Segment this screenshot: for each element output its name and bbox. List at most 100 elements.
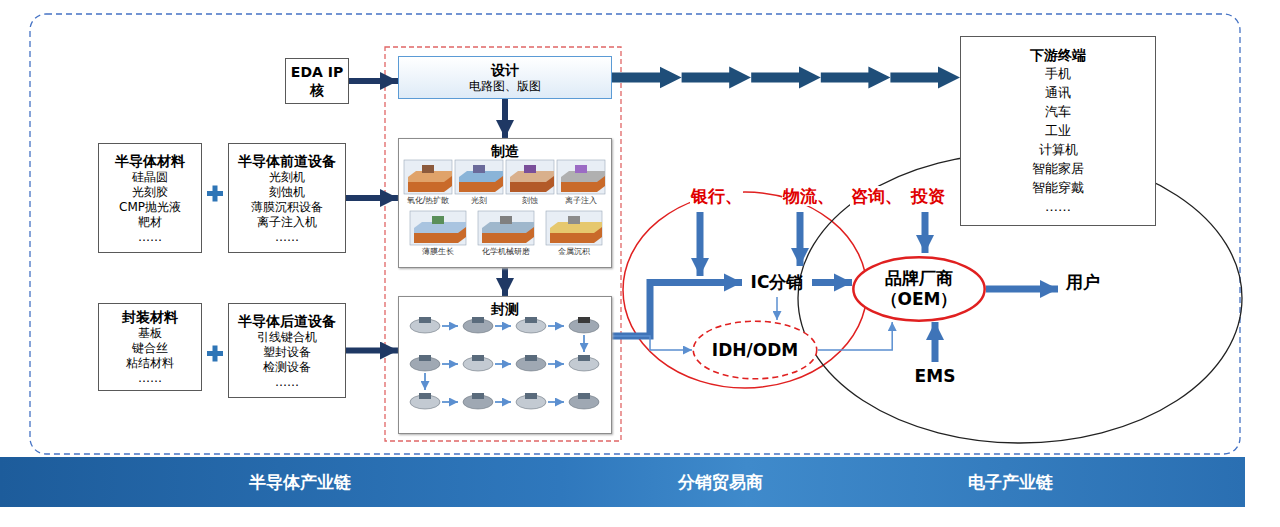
material-box: 封装材料基板 键合丝 粘结材料 …… xyxy=(98,303,202,391)
ellipse-shape xyxy=(853,257,984,320)
equipment-box: 半导体前道设备光刻机 刻蚀机 薄膜沉积设备 离子注入机 …… xyxy=(228,143,346,253)
node-text: 电子产业链 xyxy=(968,471,1053,494)
node-title: EMS xyxy=(915,366,956,387)
flow-node: IC分销 xyxy=(742,268,812,297)
node-title: EDA IP核 xyxy=(290,63,344,99)
step-label: 氧化/热扩散 xyxy=(404,196,452,206)
service-arrow xyxy=(797,212,804,266)
fab-step-image xyxy=(455,160,503,194)
packaging-step-icon xyxy=(569,393,599,409)
layout-art xyxy=(30,14,1242,454)
node-title: 半导体后道设备 xyxy=(238,312,336,330)
odm-ellipse: IDH/ODM xyxy=(692,320,818,380)
node-title: 制造 xyxy=(491,142,519,160)
tool-box: EDA IP核 xyxy=(285,58,349,104)
flow-arrow xyxy=(986,286,1058,293)
node-title: 半导体产业链 xyxy=(249,471,351,494)
node-text: 光刻机 刻蚀机 薄膜沉积设备 离子注入机 …… xyxy=(233,170,341,245)
process-arrow xyxy=(442,325,458,327)
packaging-step-icon xyxy=(463,393,493,409)
node-text: 引线键合机 塑封设备 检测设备 …… xyxy=(233,330,341,390)
node-title: 设计 xyxy=(491,61,519,79)
process-arrow xyxy=(495,401,511,403)
packaging-step-icon xyxy=(410,393,440,409)
packaging-illustration xyxy=(410,317,599,409)
node-text: 分销贸易商 xyxy=(678,471,763,494)
process-arrow xyxy=(548,363,564,365)
packaging-step-icon xyxy=(410,317,440,333)
step-label: 金属沉积 xyxy=(546,247,602,257)
fab-step-image xyxy=(410,211,466,245)
flow-arrow xyxy=(812,279,852,286)
outer-frame xyxy=(30,14,1240,454)
service-arrow xyxy=(697,212,704,276)
process-arrow xyxy=(442,401,458,403)
distribution-circle xyxy=(623,192,867,388)
node-title: 半导体材料 xyxy=(115,152,185,170)
fab-step-image xyxy=(404,160,452,194)
connector-layer xyxy=(346,78,1058,363)
plus-sign xyxy=(207,186,223,202)
process-box: 封测 xyxy=(398,296,612,434)
packaging-step-icon xyxy=(410,355,440,371)
process-arrow xyxy=(548,325,564,327)
flow-arrow xyxy=(502,268,508,296)
process-arrow xyxy=(548,401,564,403)
node-text: 硅晶圆 光刻胶 CMP抛光液 靶材 …… xyxy=(103,170,197,245)
node-title: 封测 xyxy=(491,300,519,318)
ellipse-shape xyxy=(693,321,816,379)
fab-illustration xyxy=(404,160,605,245)
plus-sign xyxy=(207,346,223,362)
service-label: 银行、 xyxy=(690,186,743,206)
flow-node: 用户 xyxy=(1058,268,1108,297)
chevron-arrow xyxy=(612,73,960,83)
service-label: 咨询、 xyxy=(850,186,903,206)
packaging-step-icon xyxy=(516,317,546,333)
node-title: IDH/ODM xyxy=(712,340,798,361)
process-arrow xyxy=(424,373,426,390)
equipment-box: 半导体后道设备引线键合机 塑封设备 检测设备 …… xyxy=(228,303,346,398)
packaging-step-icon xyxy=(463,355,493,371)
fab-step-image xyxy=(557,160,605,194)
fab-step-image xyxy=(546,211,602,245)
service-arrow xyxy=(922,212,929,253)
step-label: 离子注入 xyxy=(557,196,605,206)
flow-arrow xyxy=(932,322,939,362)
packaging-step-icon xyxy=(463,317,493,333)
category-band: 半导体产业链 分销贸易商 电子产业链 xyxy=(0,457,1245,507)
process-arrow xyxy=(495,325,511,327)
step-label: 刻蚀 xyxy=(506,196,554,206)
flow-node: EMS xyxy=(912,362,958,391)
terminal-box: 下游终端手机 通讯 汽车 工业 计算机 智能家居 智能穿戴 …… xyxy=(960,36,1156,226)
flow-arrow xyxy=(346,195,398,201)
packaging-step-icon xyxy=(569,317,599,333)
flow-arrow xyxy=(349,78,398,84)
step-label: 薄膜生长 xyxy=(410,247,466,257)
node-title: 封装材料 xyxy=(122,308,178,326)
oem-ellipse: 品牌厂商 （OEM） xyxy=(852,256,986,322)
material-box: 半导体材料硅晶圆 光刻胶 CMP抛光液 靶材 …… xyxy=(98,143,202,253)
process-arrow xyxy=(583,335,585,352)
process-arrow xyxy=(442,363,458,365)
service-label: 投资 xyxy=(910,186,946,206)
packaging-step-icon xyxy=(569,355,599,371)
step-label: 光刻 xyxy=(455,196,503,206)
flow-arrow xyxy=(776,297,778,320)
node-title: IC分销 xyxy=(751,272,804,293)
flow-arrow xyxy=(346,348,398,354)
node-text: 手机 通讯 汽车 工业 计算机 智能家居 智能穿戴 …… xyxy=(965,64,1151,216)
flow-arrow xyxy=(612,336,692,350)
flow-arrow xyxy=(502,99,508,138)
fab-step-image xyxy=(506,160,554,194)
process-arrow xyxy=(495,363,511,365)
node-title: 下游终端 xyxy=(1030,46,1086,64)
process-frame xyxy=(385,47,621,441)
node-text: 电路图、版图 xyxy=(469,79,541,94)
fab-step-image xyxy=(478,211,534,245)
flow-arrow xyxy=(818,322,892,350)
node-title: 用户 xyxy=(1066,272,1100,293)
node-text: 基板 键合丝 粘结材料 …… xyxy=(103,326,197,386)
service-label: 物流、 xyxy=(782,186,835,206)
node-title: 半导体前道设备 xyxy=(238,152,336,170)
